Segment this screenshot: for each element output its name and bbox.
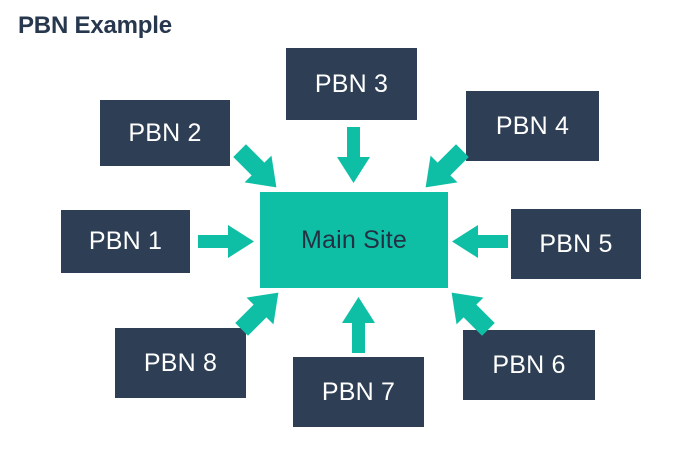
node-label-pbn-6: PBN 6 [492, 350, 566, 379]
arrow-pbn-5-to-main-site-icon [452, 225, 508, 258]
arrow-pbn-7-to-main-site-icon [342, 297, 375, 353]
node-label-pbn-3: PBN 3 [314, 69, 389, 98]
node-label-pbn-2: PBN 2 [128, 118, 202, 147]
node-pbn-7[interactable]: PBN 7 [293, 357, 424, 427]
arrow-pbn-1-to-main-site-icon [198, 225, 254, 258]
node-label-pbn-7: PBN 7 [321, 377, 396, 406]
node-label-pbn-8: PBN 8 [143, 348, 218, 377]
arrow-pbn-2-to-main-site-icon [232, 143, 284, 195]
node-pbn-3[interactable]: PBN 3 [286, 48, 417, 120]
arrow-pbn-4-to-main-site-icon [418, 143, 470, 195]
node-label-pbn-5: PBN 5 [539, 229, 613, 258]
node-pbn-5[interactable]: PBN 5 [511, 209, 641, 279]
node-pbn-8[interactable]: PBN 8 [115, 328, 246, 398]
arrow-pbn-3-to-main-site-icon [337, 127, 370, 183]
node-pbn-1[interactable]: PBN 1 [61, 210, 190, 273]
node-pbn-2[interactable]: PBN 2 [100, 100, 230, 166]
page-title: PBN Example [18, 12, 172, 39]
node-label-pbn-4: PBN 4 [495, 111, 570, 140]
node-main-site[interactable]: Main Site [260, 192, 448, 288]
node-label-pbn-1: PBN 1 [88, 227, 163, 255]
node-pbn-4[interactable]: PBN 4 [466, 91, 599, 161]
node-label-main-site: Main Site [300, 225, 407, 254]
node-pbn-6[interactable]: PBN 6 [463, 330, 595, 400]
